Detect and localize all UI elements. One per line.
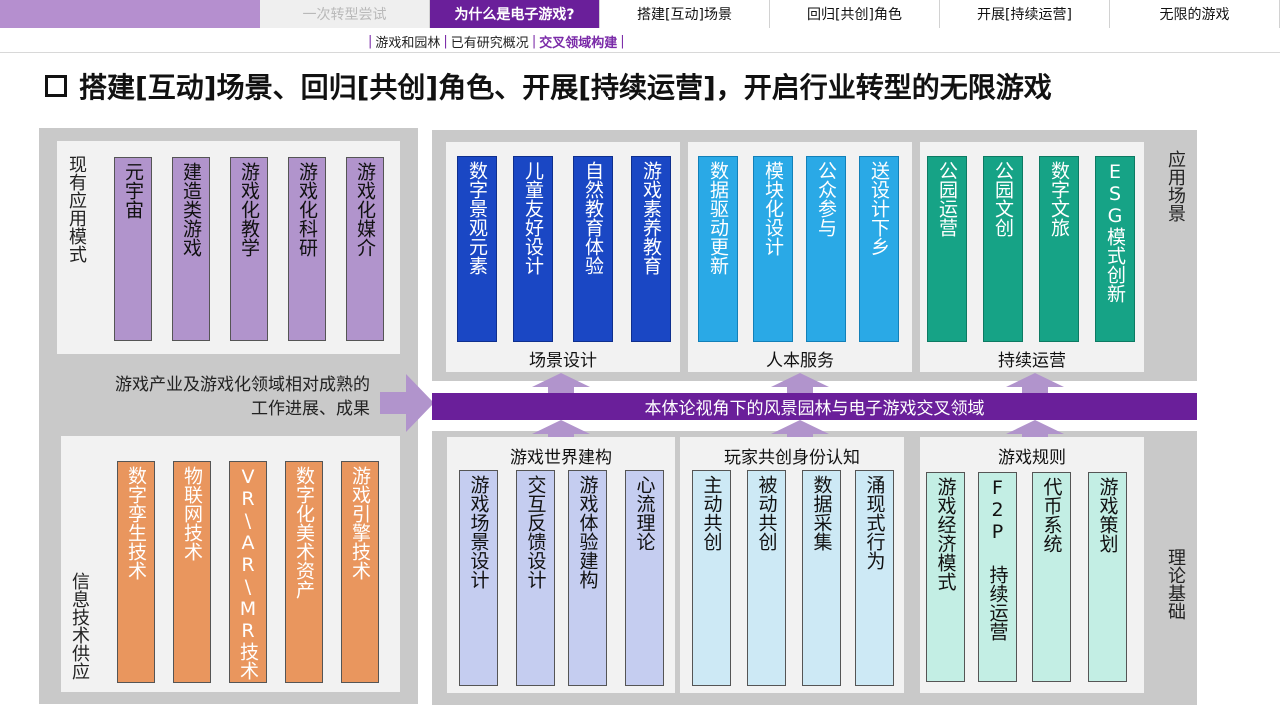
rules-bar: 代币系统: [1032, 472, 1071, 682]
world-bar: 交互反馈设计: [516, 470, 555, 686]
tech-bar: 物联网技术: [173, 461, 211, 683]
nav-lead-block: [0, 0, 260, 28]
right-arrow-icon: [380, 374, 434, 432]
operation-bar: ESG模式创新: [1095, 156, 1135, 342]
service-bar: 模块化设计: [753, 156, 793, 342]
mode-bar: 游戏化教学: [230, 157, 268, 341]
operation-bar: 数字文旅: [1039, 156, 1079, 342]
rules-bar: 游戏经济模式: [926, 472, 965, 682]
tab-interactive-scene[interactable]: 搭建[互动]场景: [600, 0, 770, 28]
cross-domain-ribbon: 本体论视角下的风景园林与电子游戏交叉领域: [432, 393, 1197, 420]
mode-bar: 游戏化科研: [288, 157, 326, 341]
group-title-game-world: 游戏世界建构: [510, 448, 612, 468]
mode-bar: 游戏化媒介: [346, 157, 384, 341]
world-bar: 心流理论: [625, 470, 664, 686]
tab-continuous-operation[interactable]: 开展[持续运营]: [940, 0, 1110, 28]
service-bar: 公众参与: [806, 156, 846, 342]
up-arrow-icon: [1006, 420, 1064, 442]
cocreation-bar: 涌现式行为: [855, 470, 894, 686]
world-bar: 游戏体验建构: [568, 470, 607, 686]
theory-basis-label: 理论基础: [1165, 548, 1186, 620]
mode-bar: 元宇宙: [114, 157, 152, 341]
tech-supply-label: 信息技术供应: [69, 572, 90, 680]
rules-bar: F2P 持续运营: [978, 472, 1017, 682]
tech-bar: 游戏引擎技术: [341, 461, 379, 683]
sub-nav: | 游戏和园林 | 已有研究概况 | 交叉领域构建 |: [368, 33, 625, 51]
tech-bar: VR\AR\MR技术: [229, 461, 267, 683]
tech-bar: 数字化美术资产: [285, 461, 323, 683]
up-arrow-icon: [771, 420, 829, 442]
tech-bar: 数字孪生技术: [117, 461, 155, 683]
mode-bar: 建造类游戏: [172, 157, 210, 341]
up-arrow-icon: [532, 373, 590, 395]
group-title-continuous-operation: 持续运营: [998, 351, 1066, 371]
existing-modes-label: 现有应用模式: [66, 155, 87, 263]
page-title: 搭建[互动]场景、回归[共创]角色、开展[持续运营]，开启行业转型的无限游戏: [45, 66, 1052, 106]
operation-bar: 公园运营: [927, 156, 967, 342]
up-arrow-icon: [532, 420, 590, 442]
operation-bar: 公园文创: [983, 156, 1023, 342]
cocreation-bar: 数据采集: [802, 470, 841, 686]
scene-bar: 自然教育体验: [573, 156, 613, 342]
subtab-cross-domain[interactable]: 交叉领域构建: [539, 35, 618, 51]
cocreation-bar: 被动共创: [747, 470, 786, 686]
tab-infinite-game[interactable]: 无限的游戏: [1110, 0, 1280, 28]
up-arrow-icon: [1006, 373, 1064, 395]
tab-co-creation-role[interactable]: 回归[共创]角色: [770, 0, 940, 28]
page-title-text: 搭建[互动]场景、回归[共创]角色、开展[持续运营]，开启行业转型的无限游戏: [79, 71, 1052, 104]
scene-bar: 儿童友好设计: [513, 156, 553, 342]
subtab-research-overview[interactable]: 已有研究概况: [450, 35, 529, 51]
scene-bar: 数字景观元素: [457, 156, 497, 342]
group-title-game-rules: 游戏规则: [998, 448, 1066, 468]
group-title-people-service: 人本服务: [766, 351, 834, 371]
up-arrow-icon: [771, 373, 829, 395]
service-bar: 送设计下乡: [859, 156, 899, 342]
mature-progress-text: 游戏产业及游戏化领域相对成熟的 工作进展、成果: [115, 375, 370, 419]
world-bar: 游戏场景设计: [459, 470, 498, 686]
tab-first-attempt[interactable]: 一次转型尝试: [260, 0, 430, 28]
application-scene-label: 应用场景: [1165, 150, 1186, 222]
divider-line: [0, 52, 1280, 53]
rules-bar: 游戏策划: [1088, 472, 1127, 682]
group-title-player-cocreation: 玩家共创身份认知: [724, 448, 860, 468]
subtab-games-and-gardens[interactable]: 游戏和园林: [375, 35, 441, 51]
group-title-scene-design: 场景设计: [529, 351, 597, 371]
checkbox-square-icon: [45, 75, 67, 97]
tab-why-games[interactable]: 为什么是电子游戏?: [430, 0, 600, 28]
service-bar: 数据驱动更新: [698, 156, 738, 342]
scene-bar: 游戏素养教育: [631, 156, 671, 342]
cocreation-bar: 主动共创: [692, 470, 731, 686]
top-nav: 一次转型尝试 为什么是电子游戏? 搭建[互动]场景 回归[共创]角色 开展[持续…: [0, 0, 1280, 28]
